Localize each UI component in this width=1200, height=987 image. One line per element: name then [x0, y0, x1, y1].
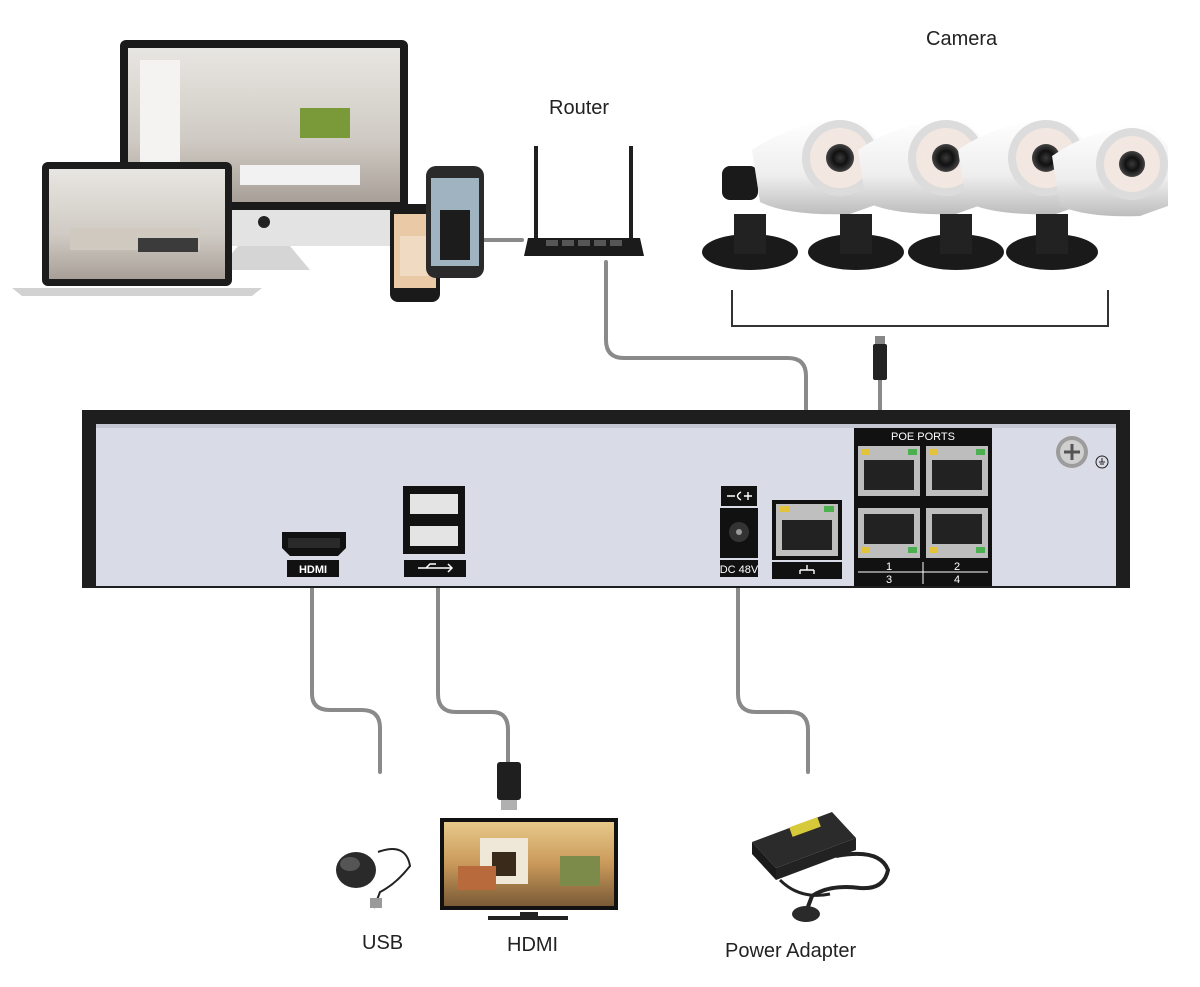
power-adapter-label: Power Adapter	[725, 940, 857, 962]
poe-port-number-2: 2	[954, 561, 960, 573]
poe-ports-block: POE PORTS	[854, 428, 992, 586]
rj45-plug	[873, 336, 887, 380]
monitor-device	[120, 40, 408, 270]
poe-port-4	[926, 508, 988, 558]
usb-label: USB	[362, 932, 404, 954]
camera-1	[702, 118, 878, 270]
cable-router-lan	[604, 260, 808, 542]
poe-port-number-3: 3	[886, 574, 892, 586]
usb-port	[403, 486, 466, 577]
poe-port-1	[858, 446, 920, 496]
router-label: Router	[549, 97, 610, 119]
hdmi-label: HDMI	[507, 934, 559, 956]
camera-bracket	[731, 290, 1109, 327]
power-port: DC 48V	[720, 486, 759, 577]
nvr-rear-panel: HDMI DC 48V	[82, 410, 1130, 588]
camera-label: Camera	[926, 28, 998, 50]
power-port-label: DC 48V	[720, 564, 759, 576]
camera-4	[1006, 124, 1168, 270]
phone-device-right	[426, 166, 484, 278]
poe-header: POE PORTS	[891, 431, 955, 443]
hdmi-plug	[497, 762, 521, 810]
router-device	[524, 146, 644, 256]
laptop-device	[12, 162, 262, 296]
power-adapter-device	[752, 812, 891, 922]
lan-port	[772, 500, 842, 579]
ground-screw-icon	[1056, 436, 1109, 469]
poe-port-3	[858, 508, 920, 558]
cable-usb	[310, 576, 382, 774]
cable-power	[736, 576, 810, 774]
hdmi-port: HDMI	[282, 532, 346, 577]
usb-mouse	[336, 848, 412, 909]
camera-group	[702, 118, 1168, 270]
hdmi-port-label: HDMI	[299, 564, 327, 576]
network-icon	[799, 565, 815, 574]
hdmi-tv	[440, 818, 618, 920]
cable-hdmi	[436, 576, 510, 764]
poe-port-number-1: 1	[886, 561, 892, 573]
poe-port-number-4: 4	[954, 574, 960, 586]
poe-port-2	[926, 446, 988, 496]
